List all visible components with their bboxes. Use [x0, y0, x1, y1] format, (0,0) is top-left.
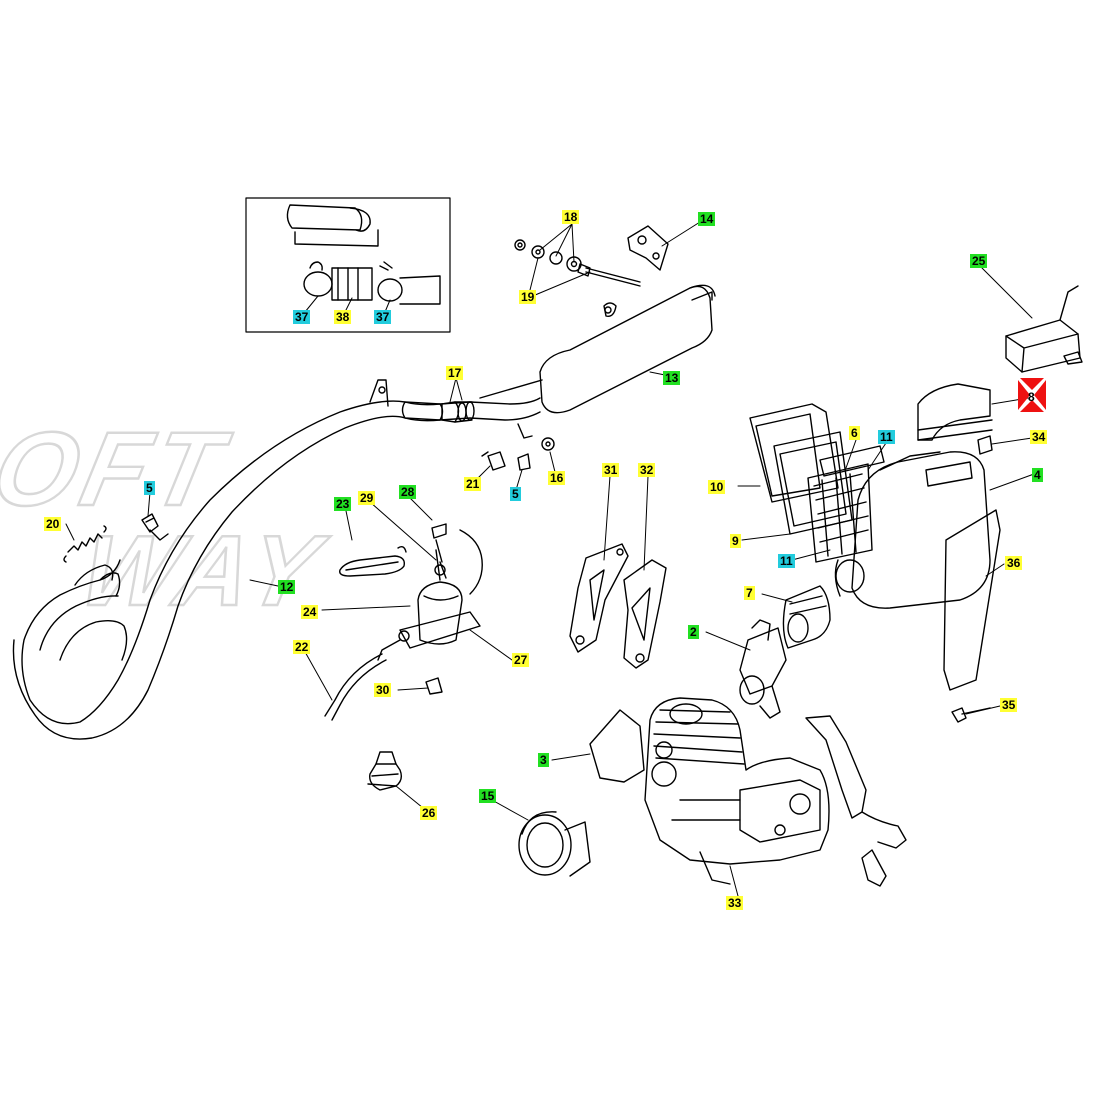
callout-16[interactable]: 16	[548, 471, 566, 485]
side-cover-part	[589, 709, 645, 783]
callout-6[interactable]: 6	[849, 426, 860, 440]
cable-clip-part	[425, 677, 443, 695]
callout-38[interactable]: 38	[334, 310, 352, 324]
callout-11-top[interactable]: 11	[878, 430, 895, 444]
callout-27[interactable]: 27	[512, 653, 530, 667]
clutch-cover-part	[518, 811, 591, 877]
intake-duct-part	[917, 383, 993, 441]
callout-21[interactable]: 21	[464, 477, 482, 491]
callout-31[interactable]: 31	[602, 463, 620, 477]
callout-9[interactable]: 9	[730, 534, 741, 548]
leader-lines	[65, 221, 1035, 897]
callout-3[interactable]: 3	[538, 753, 549, 767]
muffler-bracket-part	[627, 225, 669, 271]
highlight-marker-icon	[1018, 378, 1046, 412]
cdi-unit-part	[1005, 285, 1083, 373]
callout-15[interactable]: 15	[479, 789, 497, 803]
air-filter-cage-part	[807, 445, 885, 563]
callout-30[interactable]: 30	[374, 683, 392, 697]
callout-17[interactable]: 17	[446, 366, 464, 380]
callout-20[interactable]: 20	[44, 517, 62, 531]
callout-28[interactable]: 28	[399, 485, 417, 499]
clip-part	[141, 513, 159, 533]
callout-32[interactable]: 32	[638, 463, 656, 477]
airbox-gasket-part	[943, 509, 1001, 691]
callout-34[interactable]: 34	[1030, 430, 1048, 444]
engine-part	[644, 697, 830, 885]
callout-2[interactable]: 2	[688, 625, 699, 639]
bolt-set-part	[514, 239, 641, 287]
callout-14[interactable]: 14	[698, 212, 716, 226]
callout-25[interactable]: 25	[970, 254, 988, 268]
callout-29[interactable]: 29	[358, 491, 376, 505]
callout-13[interactable]: 13	[663, 371, 681, 385]
callout-24[interactable]: 24	[301, 605, 319, 619]
callout-12[interactable]: 12	[278, 580, 296, 594]
callout-37-left[interactable]: 37	[293, 310, 311, 324]
air-filter-frame-part	[749, 403, 853, 535]
callout-5-muffler[interactable]: 5	[510, 487, 521, 501]
kick-lever-part	[805, 715, 907, 887]
ignition-coil-part	[324, 523, 483, 721]
o-ring-part	[339, 545, 407, 577]
callout-18[interactable]: 18	[562, 210, 580, 224]
callout-37-right[interactable]: 37	[374, 310, 392, 324]
callout-5-pipe[interactable]: 5	[144, 481, 155, 495]
callout-35[interactable]: 35	[1000, 698, 1018, 712]
nut-part	[977, 435, 993, 455]
exhaust-pipe-part	[12, 379, 541, 740]
spark-boot-part	[367, 751, 403, 791]
airbox-part	[834, 451, 991, 609]
spring-part	[63, 525, 107, 563]
frame-bracket-right-part	[623, 559, 667, 669]
callout-22[interactable]: 22	[293, 640, 311, 654]
callout-33[interactable]: 33	[726, 896, 744, 910]
carburetor-part	[739, 619, 787, 719]
callout-7[interactable]: 7	[744, 586, 755, 600]
intake-manifold-part	[782, 585, 831, 649]
frame-bracket-left-part	[569, 543, 629, 653]
callout-4[interactable]: 4	[1032, 468, 1043, 482]
callout-23[interactable]: 23	[334, 497, 352, 511]
callout-26[interactable]: 26	[420, 806, 438, 820]
callout-36[interactable]: 36	[1005, 556, 1023, 570]
callout-10[interactable]: 10	[708, 480, 726, 494]
muffler-part	[479, 284, 716, 439]
callout-11-bottom[interactable]: 11	[778, 554, 795, 568]
callout-8[interactable]: 8	[1028, 390, 1035, 404]
rubber-mount-part	[481, 437, 555, 471]
callout-19[interactable]: 19	[519, 290, 537, 304]
